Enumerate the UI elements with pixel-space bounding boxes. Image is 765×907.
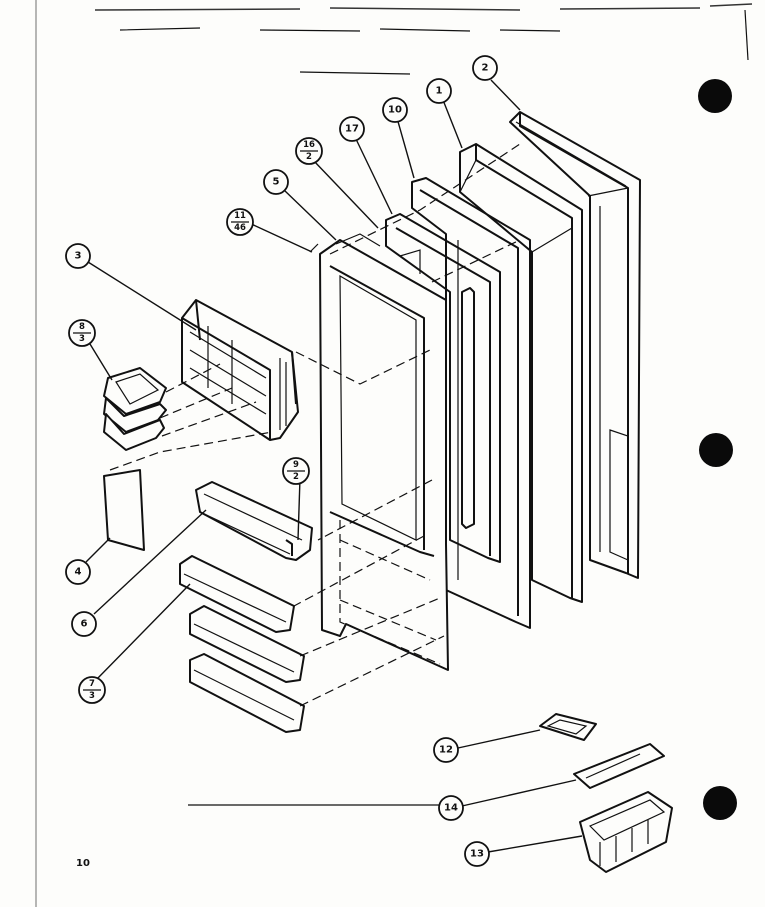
- callout-label: 14: [444, 803, 458, 814]
- door-gasket: [411, 177, 531, 629]
- ice-bin-cover: [573, 743, 665, 789]
- callout-label: 1: [436, 86, 443, 97]
- callout-label: 4: [75, 567, 82, 578]
- small-panel: [103, 469, 145, 551]
- shelf-bin: [195, 481, 313, 561]
- door-bin-3: [189, 653, 305, 733]
- callout-part-2: 2: [472, 55, 498, 81]
- door-bin-2: [189, 605, 305, 683]
- door-insulation-block: [459, 143, 583, 603]
- callout-part-16-2: 16 2: [295, 137, 323, 165]
- binder-hole: [698, 79, 732, 113]
- callout-label: 5: [273, 177, 280, 188]
- callout-part-9-2: 9 2: [282, 457, 310, 485]
- dairy-compartment: [181, 299, 299, 441]
- callout-part-12: 12: [433, 737, 459, 763]
- callout-top: 9: [293, 460, 299, 470]
- callout-part-13: 13: [464, 841, 490, 867]
- callout-bottom: 2: [293, 472, 299, 482]
- callout-part-8-3: 8 3: [68, 319, 96, 347]
- callout-label: 10: [388, 105, 402, 116]
- scan-noise: [94, 3, 753, 75]
- callout-label: 13: [470, 849, 484, 860]
- inner-liner-frame: [385, 213, 501, 563]
- callout-part-5: 5: [263, 169, 289, 195]
- callout-part-10: 10: [382, 97, 408, 123]
- callout-label: 3: [75, 251, 82, 262]
- callout-bottom: 2: [306, 152, 312, 162]
- callout-part-6: 6: [71, 611, 97, 637]
- page-number: 10: [76, 858, 90, 869]
- callout-part-7-3: 7 3: [78, 676, 106, 704]
- leader-lines: [85, 79, 583, 853]
- butter-dish-stack: [103, 367, 167, 451]
- callout-bottom: 3: [89, 691, 95, 701]
- callout-part-11-46: 11 46: [226, 208, 254, 236]
- door-liner: [309, 233, 449, 671]
- callout-part-14: 14: [438, 795, 464, 821]
- ice-tray: [539, 713, 597, 741]
- callout-label: 12: [439, 745, 453, 756]
- callout-part-4: 4: [65, 559, 91, 585]
- callout-part-1: 1: [426, 78, 452, 104]
- callout-label: 2: [482, 63, 489, 74]
- door-bin-1: [179, 555, 295, 633]
- callout-part-3: 3: [65, 243, 91, 269]
- binder-hole: [703, 786, 737, 820]
- callout-label: 6: [81, 619, 88, 630]
- callout-top: 11: [234, 211, 246, 221]
- callout-bottom: 46: [234, 223, 246, 233]
- callout-bottom: 3: [79, 334, 85, 344]
- assembly-lines: [109, 143, 521, 707]
- outer-door-panel: [509, 111, 641, 579]
- callout-top: 7: [89, 679, 95, 689]
- callout-top: 8: [79, 322, 85, 332]
- callout-label: 17: [345, 124, 359, 135]
- callout-top: 16: [303, 140, 315, 150]
- callout-part-17: 17: [339, 116, 365, 142]
- binder-hole: [699, 433, 733, 467]
- ice-bucket: [579, 791, 673, 873]
